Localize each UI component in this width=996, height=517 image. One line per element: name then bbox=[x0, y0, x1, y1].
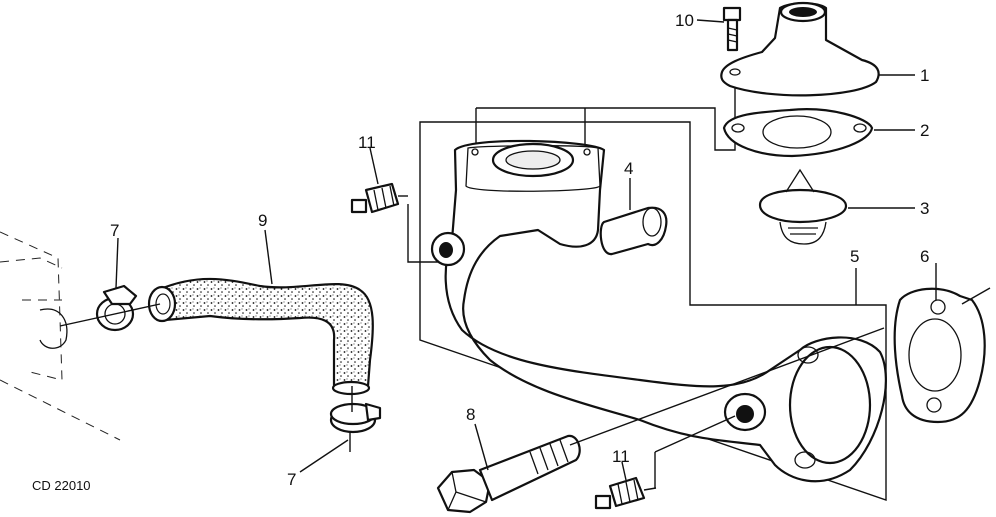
plug-part-4 bbox=[599, 178, 668, 256]
flange-gasket-part-6 bbox=[893, 263, 991, 424]
callout-3: 3 bbox=[920, 199, 929, 218]
bolt-part-10 bbox=[696, 6, 742, 52]
hose-clamp-part-7-lower bbox=[299, 386, 382, 473]
callout-4: 4 bbox=[624, 159, 633, 178]
assembly-frame-lines bbox=[407, 68, 887, 501]
callout-2: 2 bbox=[920, 121, 929, 140]
gasket-part-2 bbox=[722, 108, 915, 158]
callout-5: 5 bbox=[850, 247, 859, 266]
hose-part-9 bbox=[147, 229, 374, 396]
thermostat-part-3 bbox=[758, 168, 915, 245]
figure-reference: CD 22010 bbox=[32, 478, 91, 493]
callout-7-upper: 7 bbox=[110, 221, 119, 240]
pipe-plug-part-11-upper bbox=[350, 147, 408, 214]
callout-8: 8 bbox=[466, 405, 475, 424]
callout-1: 1 bbox=[920, 66, 929, 85]
callout-11-upper: 11 bbox=[358, 133, 376, 152]
cap-screw-part-8 bbox=[436, 327, 885, 514]
callout-11-lower: 11 bbox=[612, 447, 630, 466]
callout-6: 6 bbox=[920, 247, 929, 266]
callout-7-lower: 7 bbox=[287, 470, 296, 489]
callout-9: 9 bbox=[258, 211, 267, 230]
hose-clamp-part-7-upper bbox=[59, 237, 161, 332]
callout-10: 10 bbox=[675, 11, 694, 30]
pipe-plug-part-11-lower bbox=[594, 415, 736, 510]
engine-block-outline bbox=[0, 231, 121, 441]
thermostat-cover-part-1 bbox=[720, 1, 915, 97]
water-outlet-elbow-part-5 bbox=[430, 139, 887, 483]
